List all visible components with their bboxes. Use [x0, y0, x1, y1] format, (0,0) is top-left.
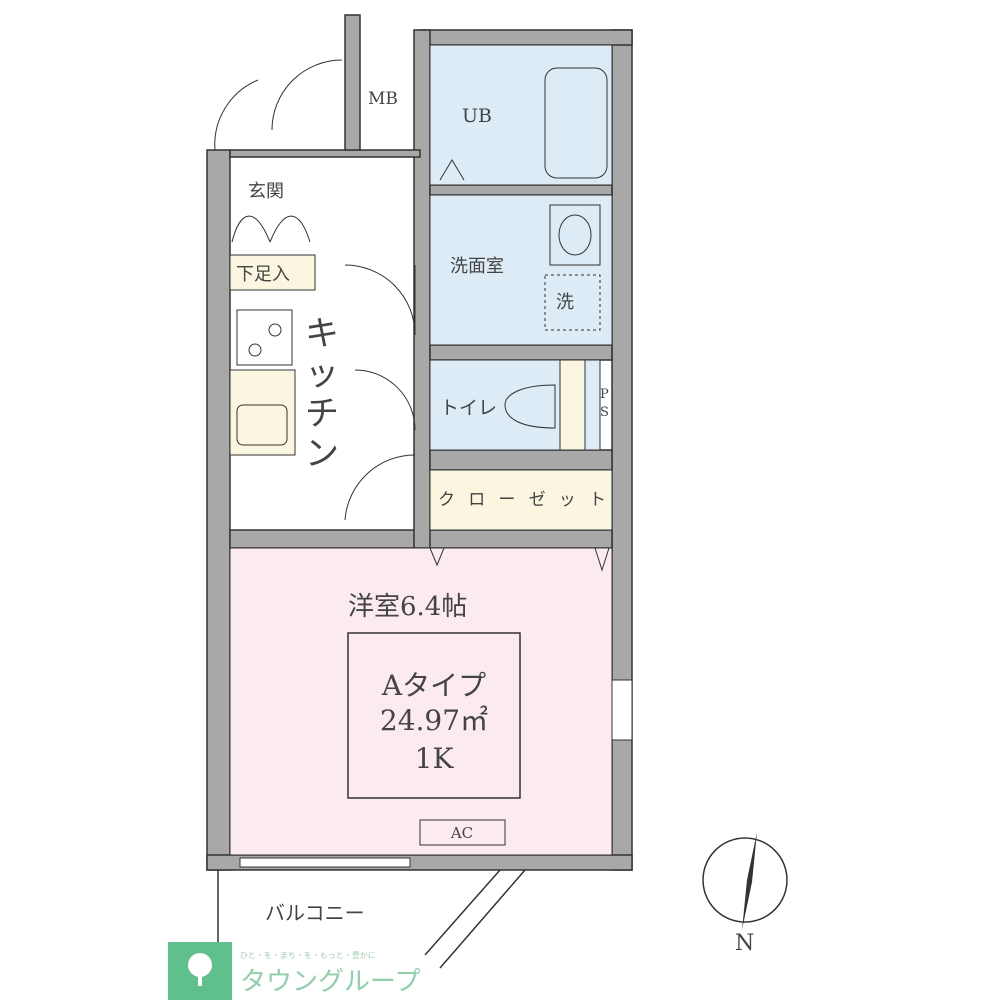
compass-north-label: N [735, 931, 754, 956]
unit-type: Aタイプ [381, 669, 486, 702]
ub-label: UB [462, 105, 492, 127]
kitchen-label-3: チ [305, 394, 339, 434]
bathtub [544, 67, 608, 179]
kitchen-label-4: ン [305, 434, 339, 474]
kitchen-sink [236, 404, 288, 446]
toilet-bowl [504, 384, 556, 429]
logo-name: タウングループ [240, 967, 420, 997]
kitchen-counter [229, 369, 296, 456]
shoe-cabinet [229, 254, 316, 291]
ac-label: AC [450, 824, 473, 842]
north-compass [702, 832, 788, 930]
ps-label-s: S [600, 405, 609, 420]
washer-space [544, 274, 601, 331]
entrance-label: 玄関 [248, 181, 284, 202]
balcony-outline [217, 869, 526, 969]
kitchen-label-1: キ [305, 314, 339, 354]
washroom-label: 洗面室 [450, 256, 504, 277]
ac-unit [419, 819, 506, 846]
logo-tagline: ひと・を・まち・を・もっと・豊かに [240, 950, 376, 960]
balcony-label: バルコニー [265, 901, 365, 925]
ps-label-p: P [600, 387, 609, 402]
western-room-area [229, 547, 613, 856]
window [239, 679, 633, 868]
unit-bath-room [429, 44, 613, 186]
washroom-area [429, 194, 613, 346]
unit-area: 24.97㎡ [380, 704, 488, 737]
shoe-cabinet-label: 下足入 [236, 264, 290, 285]
company-logo [168, 942, 232, 1000]
doors [214, 59, 610, 572]
stove [236, 309, 293, 366]
kitchen-label-2: ッ [305, 354, 339, 394]
mb-label: MB [368, 89, 398, 109]
western-room-label: 洋室6.4帖 [348, 592, 467, 622]
unit-info-box [347, 632, 521, 799]
unit-layout: 1K [415, 742, 455, 775]
closet-area [429, 469, 613, 531]
washer-label: 洗 [556, 292, 574, 313]
toilet-label: トイレ [440, 397, 497, 419]
sink [549, 204, 601, 266]
